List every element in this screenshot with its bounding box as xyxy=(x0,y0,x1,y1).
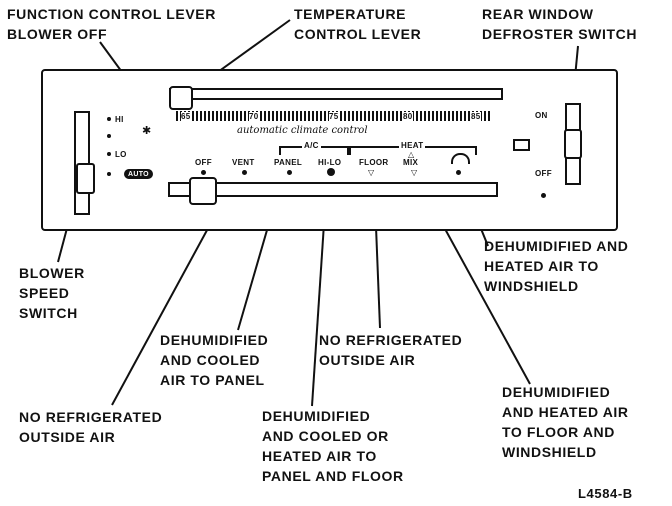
ac-header: A/C xyxy=(302,141,321,150)
temp-scale-65: 65 xyxy=(181,112,191,121)
mode-off: OFF xyxy=(195,158,212,167)
heat-header: HEAT xyxy=(399,141,426,150)
defrost-icon xyxy=(451,153,470,164)
brand-text: automatic climate control xyxy=(237,125,368,136)
mode-mark xyxy=(242,170,247,175)
temp-scale-85: 85 xyxy=(471,112,481,121)
mode-mark xyxy=(327,168,335,176)
function-track xyxy=(168,182,498,197)
label-dehumidified-panel: DEHUMIDIFIED AND COOLED AIR TO PANEL xyxy=(160,332,269,388)
label-dehumidified-panel-floor: DEHUMIDIFIED AND COOLED OR HEATED AIR TO… xyxy=(262,408,404,484)
temperature-track xyxy=(169,88,503,100)
mode-hi-lo: HI-LO xyxy=(318,158,342,167)
label-dehumidified-windshield: DEHUMIDIFIED AND HEATED AIR TO WINDSHIEL… xyxy=(484,238,629,294)
on-label: ON xyxy=(535,111,548,120)
mode-mark xyxy=(456,170,461,175)
label-no-refrigerated-air-2: NO REFRIGERATED OUTSIDE AIR xyxy=(319,332,463,368)
temp-scale-75: 75 xyxy=(329,112,339,121)
dot xyxy=(107,152,111,156)
mode-floor: FLOOR xyxy=(359,158,389,167)
mode-mark xyxy=(201,170,206,175)
mode-mark xyxy=(287,170,292,175)
indicator-dot xyxy=(541,193,546,198)
blower-speed-knob[interactable] xyxy=(76,163,95,194)
rear-window-defroster-switch[interactable] xyxy=(564,129,582,159)
auto-badge xyxy=(124,169,153,179)
label-no-refrigerated-air-1: NO REFRIGERATED OUTSIDE AIR xyxy=(19,409,163,445)
mode-vent: VENT xyxy=(232,158,255,167)
figure-id: L4584-B xyxy=(578,486,633,501)
heat-warning-icon: △ xyxy=(408,150,415,159)
climate-control-panel: HI ✱ LO AUTO 65 70 75 80 85 automatic cl… xyxy=(41,69,618,231)
label-dehumidified-floor-windshield: DEHUMIDIFIED AND HEATED AIR TO FLOOR AND… xyxy=(502,384,629,460)
temp-scale-80: 80 xyxy=(403,112,413,121)
function-control-lever[interactable] xyxy=(189,177,217,205)
mode-mark: ▽ xyxy=(411,168,418,177)
off-label: OFF xyxy=(535,169,552,178)
dot xyxy=(107,134,111,138)
dot xyxy=(107,172,111,176)
dot xyxy=(107,117,111,121)
label-temperature-control-lever: TEMPERATURE CONTROL LEVER xyxy=(294,6,422,42)
auto-label: AUTO xyxy=(128,171,149,178)
mode-mark: ▽ xyxy=(368,168,375,177)
label-rear-window-defroster-switch: REAR WINDOW DEFROSTER SWITCH xyxy=(482,6,638,42)
fan-icon: ✱ xyxy=(142,125,152,137)
rear-defrost-icon xyxy=(513,139,530,151)
hi-label: HI xyxy=(115,115,124,124)
temperature-lever-knob[interactable] xyxy=(169,86,193,110)
temp-scale-70: 70 xyxy=(249,112,259,121)
lo-label: LO xyxy=(115,150,127,159)
mode-mix: MIX xyxy=(403,158,419,167)
mode-panel: PANEL xyxy=(274,158,303,167)
label-function-control-lever: FUNCTION CONTROL LEVER BLOWER OFF xyxy=(7,6,216,42)
label-blower-speed-switch: BLOWER SPEED SWITCH xyxy=(19,265,85,321)
